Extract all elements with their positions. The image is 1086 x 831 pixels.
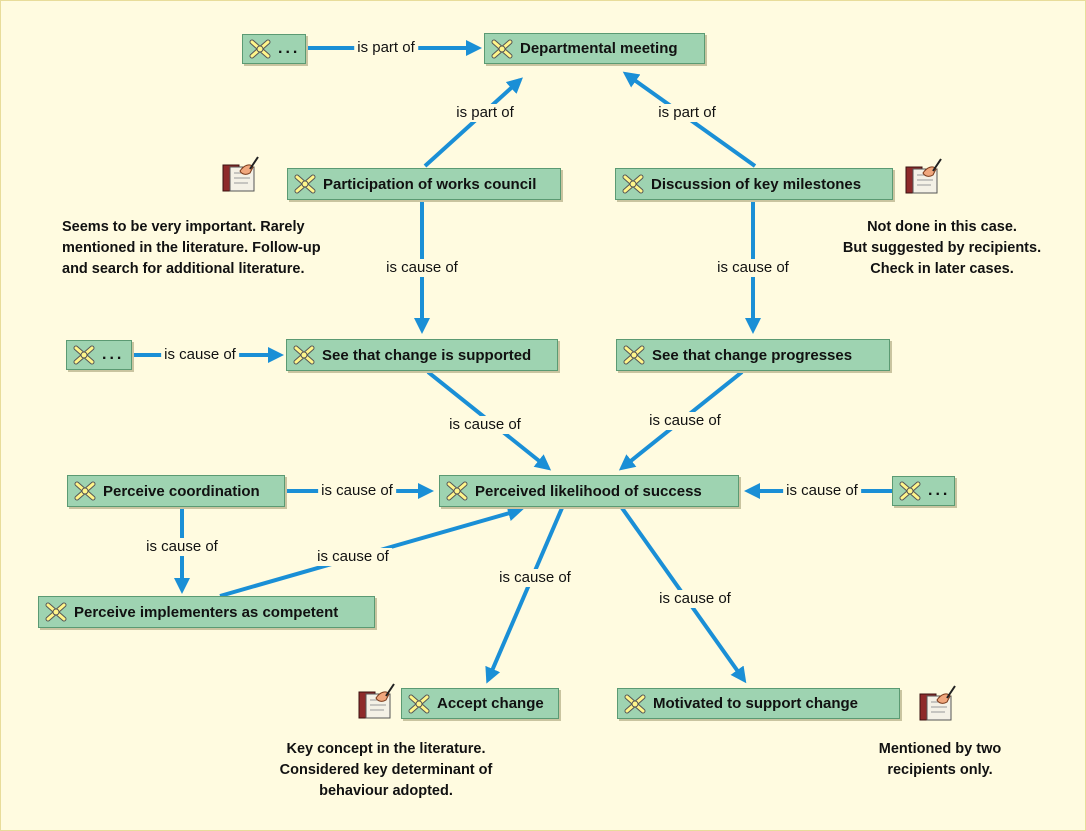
edge-label-is-cause-of: is cause of [161, 346, 239, 364]
node-label: See that change progresses [652, 346, 853, 364]
memo-notebook-icon[interactable] [356, 682, 396, 722]
code-star-icon [73, 345, 95, 365]
node-label: Perceive implementers as competent [74, 603, 339, 621]
memo-notebook-icon[interactable] [220, 155, 260, 195]
node-label: Perceive coordination [103, 482, 260, 500]
code-star-icon [623, 345, 645, 365]
memo-line: Mentioned by two [878, 741, 1002, 757]
node-perceive-coordination[interactable]: Perceive coordination [67, 475, 285, 507]
node-see-change-supported[interactable]: See that change is supported [286, 339, 558, 371]
memo-line: behaviour adopted. [319, 783, 453, 799]
edge-label-is-part-of: is part of [354, 39, 418, 57]
node-label: Perceived likelihood of success [475, 482, 702, 500]
memo-motivated: Mentioned by two recipients only. [850, 739, 1030, 781]
memo-notebook-icon[interactable] [917, 684, 957, 724]
memo-milestones: Not done in this case. But suggested by … [822, 217, 1062, 280]
memo-accept-change: Key concept in the literature. Considere… [236, 739, 536, 802]
code-star-icon [408, 694, 430, 714]
node-departmental-meeting[interactable]: Departmental meeting [484, 33, 705, 64]
node-label: Departmental meeting [520, 40, 678, 57]
node-perceived-likelihood-success[interactable]: Perceived likelihood of success [439, 475, 739, 507]
node-label: ... [278, 40, 301, 57]
edge-label-is-cause-of: is cause of [656, 590, 734, 608]
node-label: Discussion of key milestones [651, 175, 862, 193]
node-discussion-key-milestones[interactable]: Discussion of key milestones [615, 168, 893, 200]
node-label: ... [928, 482, 951, 499]
memo-line: Considered key determinant of [279, 762, 493, 778]
node-ellipsis-right[interactable]: ... [892, 476, 955, 506]
edge-label-is-cause-of: is cause of [783, 482, 861, 500]
code-star-icon [622, 174, 644, 194]
node-see-change-progresses[interactable]: See that change progresses [616, 339, 890, 371]
code-star-icon [624, 694, 646, 714]
node-ellipsis-top[interactable]: ... [242, 34, 306, 64]
edge-label-is-part-of: is part of [655, 104, 719, 122]
edge-label-is-cause-of: is cause of [446, 416, 524, 434]
node-accept-change[interactable]: Accept change [401, 688, 559, 719]
edge-label-is-cause-of: is cause of [383, 259, 461, 277]
edge-label-is-cause-of: is cause of [714, 259, 792, 277]
edge-label-is-cause-of: is cause of [646, 412, 724, 430]
edge-label-is-part-of: is part of [453, 104, 517, 122]
memo-line: Not done in this case. [867, 219, 1017, 235]
memo-works-council: Seems to be very important. Rarely menti… [62, 217, 362, 280]
edge-likelihood-to-accept [485, 507, 564, 684]
node-motivated-support-change[interactable]: Motivated to support change [617, 688, 900, 719]
memo-line: Check in later cases. [870, 261, 1014, 277]
memo-line: Key concept in the literature. [286, 741, 486, 757]
memo-notebook-icon[interactable] [903, 157, 943, 197]
node-perceive-implementers-competent[interactable]: Perceive implementers as competent [38, 596, 375, 628]
memo-line: But suggested by recipients. [842, 240, 1042, 256]
node-ellipsis-left[interactable]: ... [66, 340, 132, 370]
code-star-icon [293, 345, 315, 365]
code-star-icon [446, 481, 468, 501]
node-label: Accept change [437, 695, 544, 712]
code-star-icon [491, 39, 513, 59]
memo-line: recipients only. [887, 762, 993, 778]
code-star-icon [294, 174, 316, 194]
code-star-icon [249, 39, 271, 59]
memo-line: mentioned in the literature. Follow-up [62, 240, 321, 256]
code-star-icon [74, 481, 96, 501]
node-label: Participation of works council [323, 175, 537, 193]
node-participation-works-council[interactable]: Participation of works council [287, 168, 561, 200]
node-label: See that change is supported [322, 346, 532, 364]
memo-line: and search for additional literature. [62, 261, 305, 277]
node-label: ... [102, 346, 125, 363]
edge-label-is-cause-of: is cause of [314, 548, 392, 566]
edge-council-to-meeting [423, 77, 523, 168]
node-label: Motivated to support change [653, 695, 859, 712]
edge-label-is-cause-of: is cause of [496, 569, 574, 587]
code-star-icon [45, 602, 67, 622]
memo-line: Seems to be very important. Rarely [62, 219, 305, 235]
edge-label-is-cause-of: is cause of [143, 538, 221, 556]
edge-label-is-cause-of: is cause of [318, 482, 396, 500]
code-star-icon [899, 481, 921, 501]
